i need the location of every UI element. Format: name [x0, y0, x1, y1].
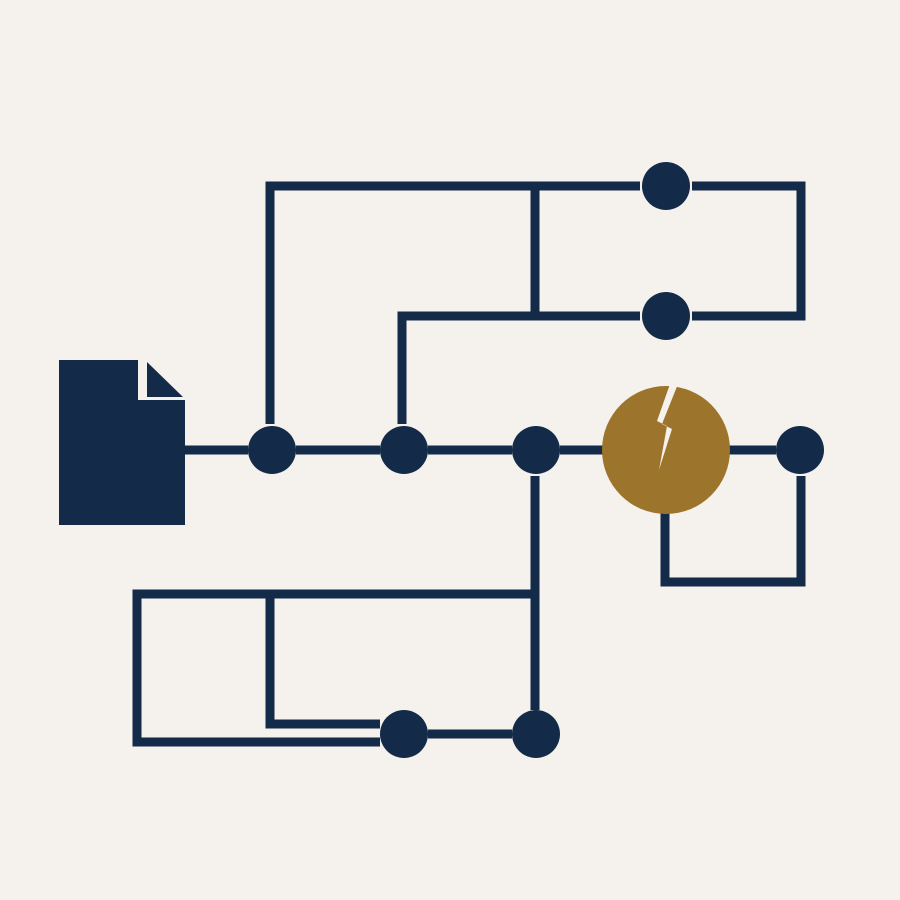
node-n3	[512, 426, 560, 474]
node-n7	[642, 292, 690, 340]
node-n2	[380, 426, 428, 474]
document-body	[59, 360, 185, 525]
connector-n2-upper	[397, 311, 640, 424]
connectors	[132, 181, 806, 747]
connector-top-right	[692, 181, 806, 321]
crack-mark	[657, 384, 678, 470]
node-n8	[380, 710, 428, 758]
node-n1	[248, 426, 296, 474]
document-fold	[147, 362, 183, 397]
node-n5	[776, 426, 824, 474]
node-n4	[602, 386, 730, 514]
connector-lower-inner	[265, 594, 380, 729]
broken-node-icon	[602, 384, 730, 514]
node-n9	[512, 710, 560, 758]
node-n6	[642, 162, 690, 210]
connector-n1-top	[265, 181, 640, 424]
document-icon	[59, 360, 185, 525]
nodes	[248, 162, 824, 758]
connector-n4-loop	[660, 476, 806, 587]
connector-lower-frame	[132, 589, 535, 747]
